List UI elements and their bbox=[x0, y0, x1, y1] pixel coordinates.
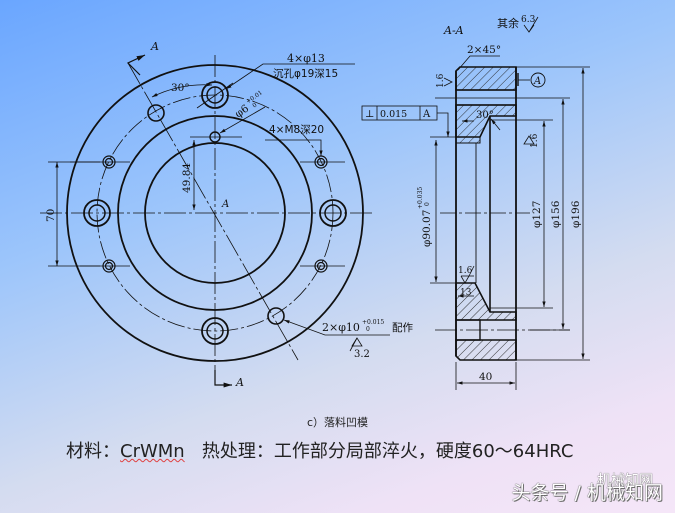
watermark: 头条号 / 机械知网 bbox=[511, 482, 663, 504]
section-view bbox=[361, 55, 590, 390]
section-marker-top: A bbox=[150, 40, 159, 53]
section-angle: 30° bbox=[476, 110, 494, 121]
perp-value: 0.015 bbox=[380, 109, 407, 120]
dim-13: 13 bbox=[460, 288, 472, 298]
angle-label: 30° bbox=[171, 82, 190, 94]
dim-156: φ156 bbox=[550, 200, 562, 228]
dim-70: 70 bbox=[45, 209, 57, 222]
threaded-holes-label: 4×M8深20 bbox=[269, 124, 324, 136]
roughness-bottom: 1.6 bbox=[458, 266, 473, 276]
inner-circle bbox=[144, 142, 286, 284]
dim-49-84: 49.84 bbox=[181, 163, 193, 193]
plan-view-labels: A A A 4×φ13 沉孔φ19深15 30° φ6 +0.01 0 4×M8… bbox=[45, 40, 413, 389]
surface-note-prefix: 其余 bbox=[497, 16, 519, 30]
bolt-circle bbox=[96, 94, 334, 332]
roughness-top: 1.6 bbox=[436, 73, 446, 88]
section-label: A-A bbox=[443, 24, 464, 37]
roughness-right: 1.6 bbox=[530, 133, 540, 148]
material-value: CrWMn bbox=[120, 441, 185, 462]
counterbore-holes bbox=[83, 81, 347, 345]
dim-bore-tol-lower: 0 bbox=[424, 202, 431, 206]
middle-circle bbox=[117, 115, 313, 311]
datum-label: A bbox=[533, 76, 541, 87]
counterbore-label-2: 沉孔φ19深15 bbox=[273, 67, 338, 80]
pin-hole-tol-lower: 0 bbox=[251, 102, 258, 110]
surface-note-value: 6.3 bbox=[521, 15, 536, 25]
dowel-holes bbox=[147, 104, 285, 325]
dowel-tol-upper: +0.015 bbox=[362, 319, 384, 326]
chamfer-label: 2×45° bbox=[467, 44, 501, 56]
center-label: A bbox=[221, 199, 229, 210]
perp-datum: A bbox=[422, 109, 431, 120]
dowel-note: 配作 bbox=[392, 322, 413, 334]
dim-thickness: 40 bbox=[479, 371, 492, 383]
figure-caption: c）落料凹模 bbox=[306, 416, 369, 429]
section-view-labels: A-A 其余 6.3 2×45° 1.6 A ⊥ 0.015 A 30° 1.6… bbox=[365, 15, 582, 383]
heat-treatment: 热处理：工作部分局部淬火，硬度60～64HRC bbox=[201, 441, 574, 462]
dowel-label: 2×φ10 bbox=[322, 321, 360, 334]
perp-symbol: ⊥ bbox=[365, 109, 374, 120]
counterbore-label-1: 4×φ13 bbox=[287, 52, 325, 65]
outer-circle bbox=[66, 64, 364, 362]
material-line: 材料：CrWMn 热处理：工作部分局部淬火，硬度60～64HRC bbox=[66, 437, 573, 463]
dim-196: φ196 bbox=[570, 200, 582, 228]
dowel-tol-lower: 0 bbox=[366, 326, 370, 333]
dowel-roughness: 3.2 bbox=[354, 349, 370, 360]
plan-view bbox=[40, 54, 390, 388]
dim-127: φ127 bbox=[531, 201, 543, 228]
watermark-logo-text: 机械知网 bbox=[597, 473, 653, 489]
dim-bore: φ90.07 bbox=[421, 210, 433, 247]
material-label: 材料： bbox=[66, 441, 120, 462]
section-marker-bottom: A bbox=[235, 376, 244, 389]
dim-bore-tol-upper: +0.035 bbox=[417, 187, 424, 209]
